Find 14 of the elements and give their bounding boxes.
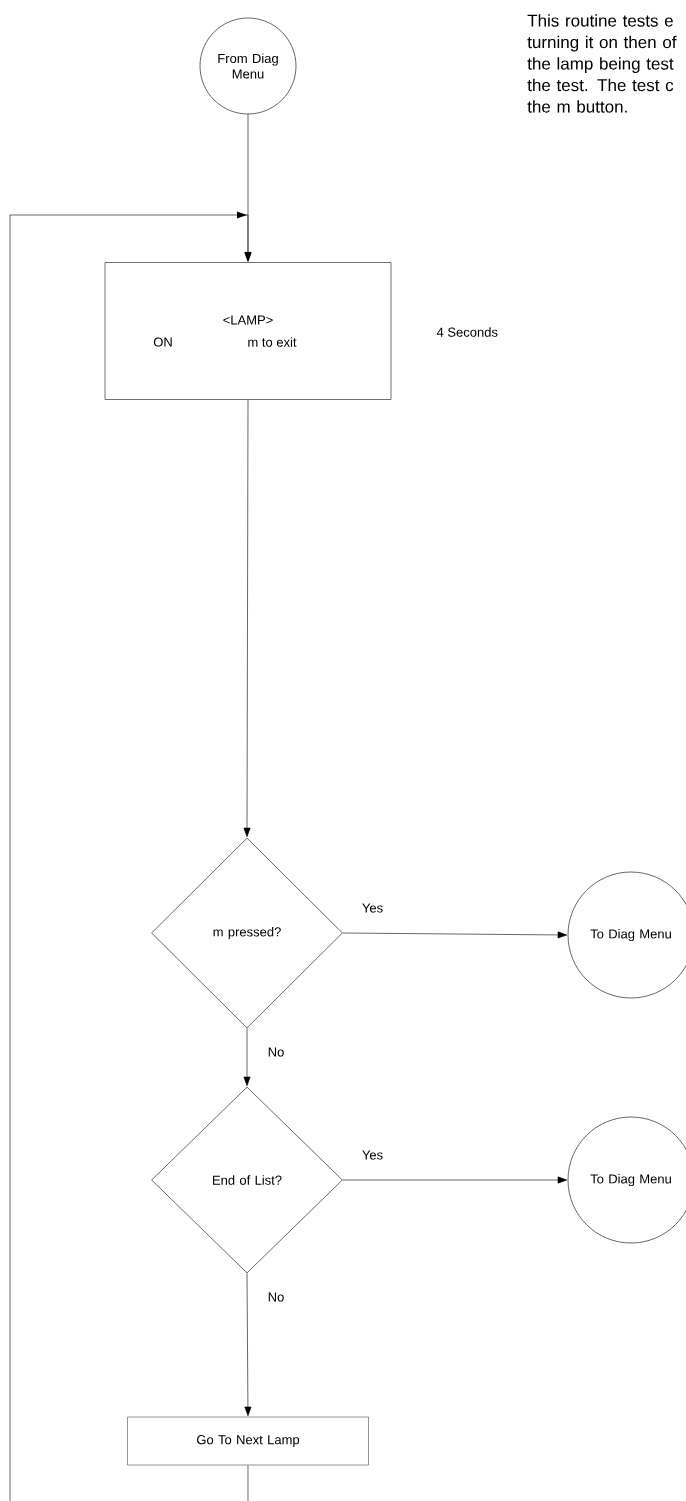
edge-label: Yes [360, 1149, 385, 1161]
arrow [342, 931, 568, 939]
edge-label: No [266, 1291, 286, 1303]
arrow [243, 399, 251, 838]
arrow [244, 1273, 252, 1417]
arrow [243, 1028, 251, 1087]
edge-label: No [266, 1046, 286, 1058]
process-box: <LAMP> ON m to exit [104, 262, 392, 400]
description-text: This routine tests e turning it on then of the lamp being test the test. The test c the m button. [527, 14, 677, 113]
duration-note: 4 Seconds [436, 327, 498, 337]
arrow [342, 1176, 568, 1184]
arrow [9, 211, 252, 1501]
edge-label: Yes [360, 902, 385, 914]
process-box: Go To Next Lamp [127, 1416, 369, 1466]
